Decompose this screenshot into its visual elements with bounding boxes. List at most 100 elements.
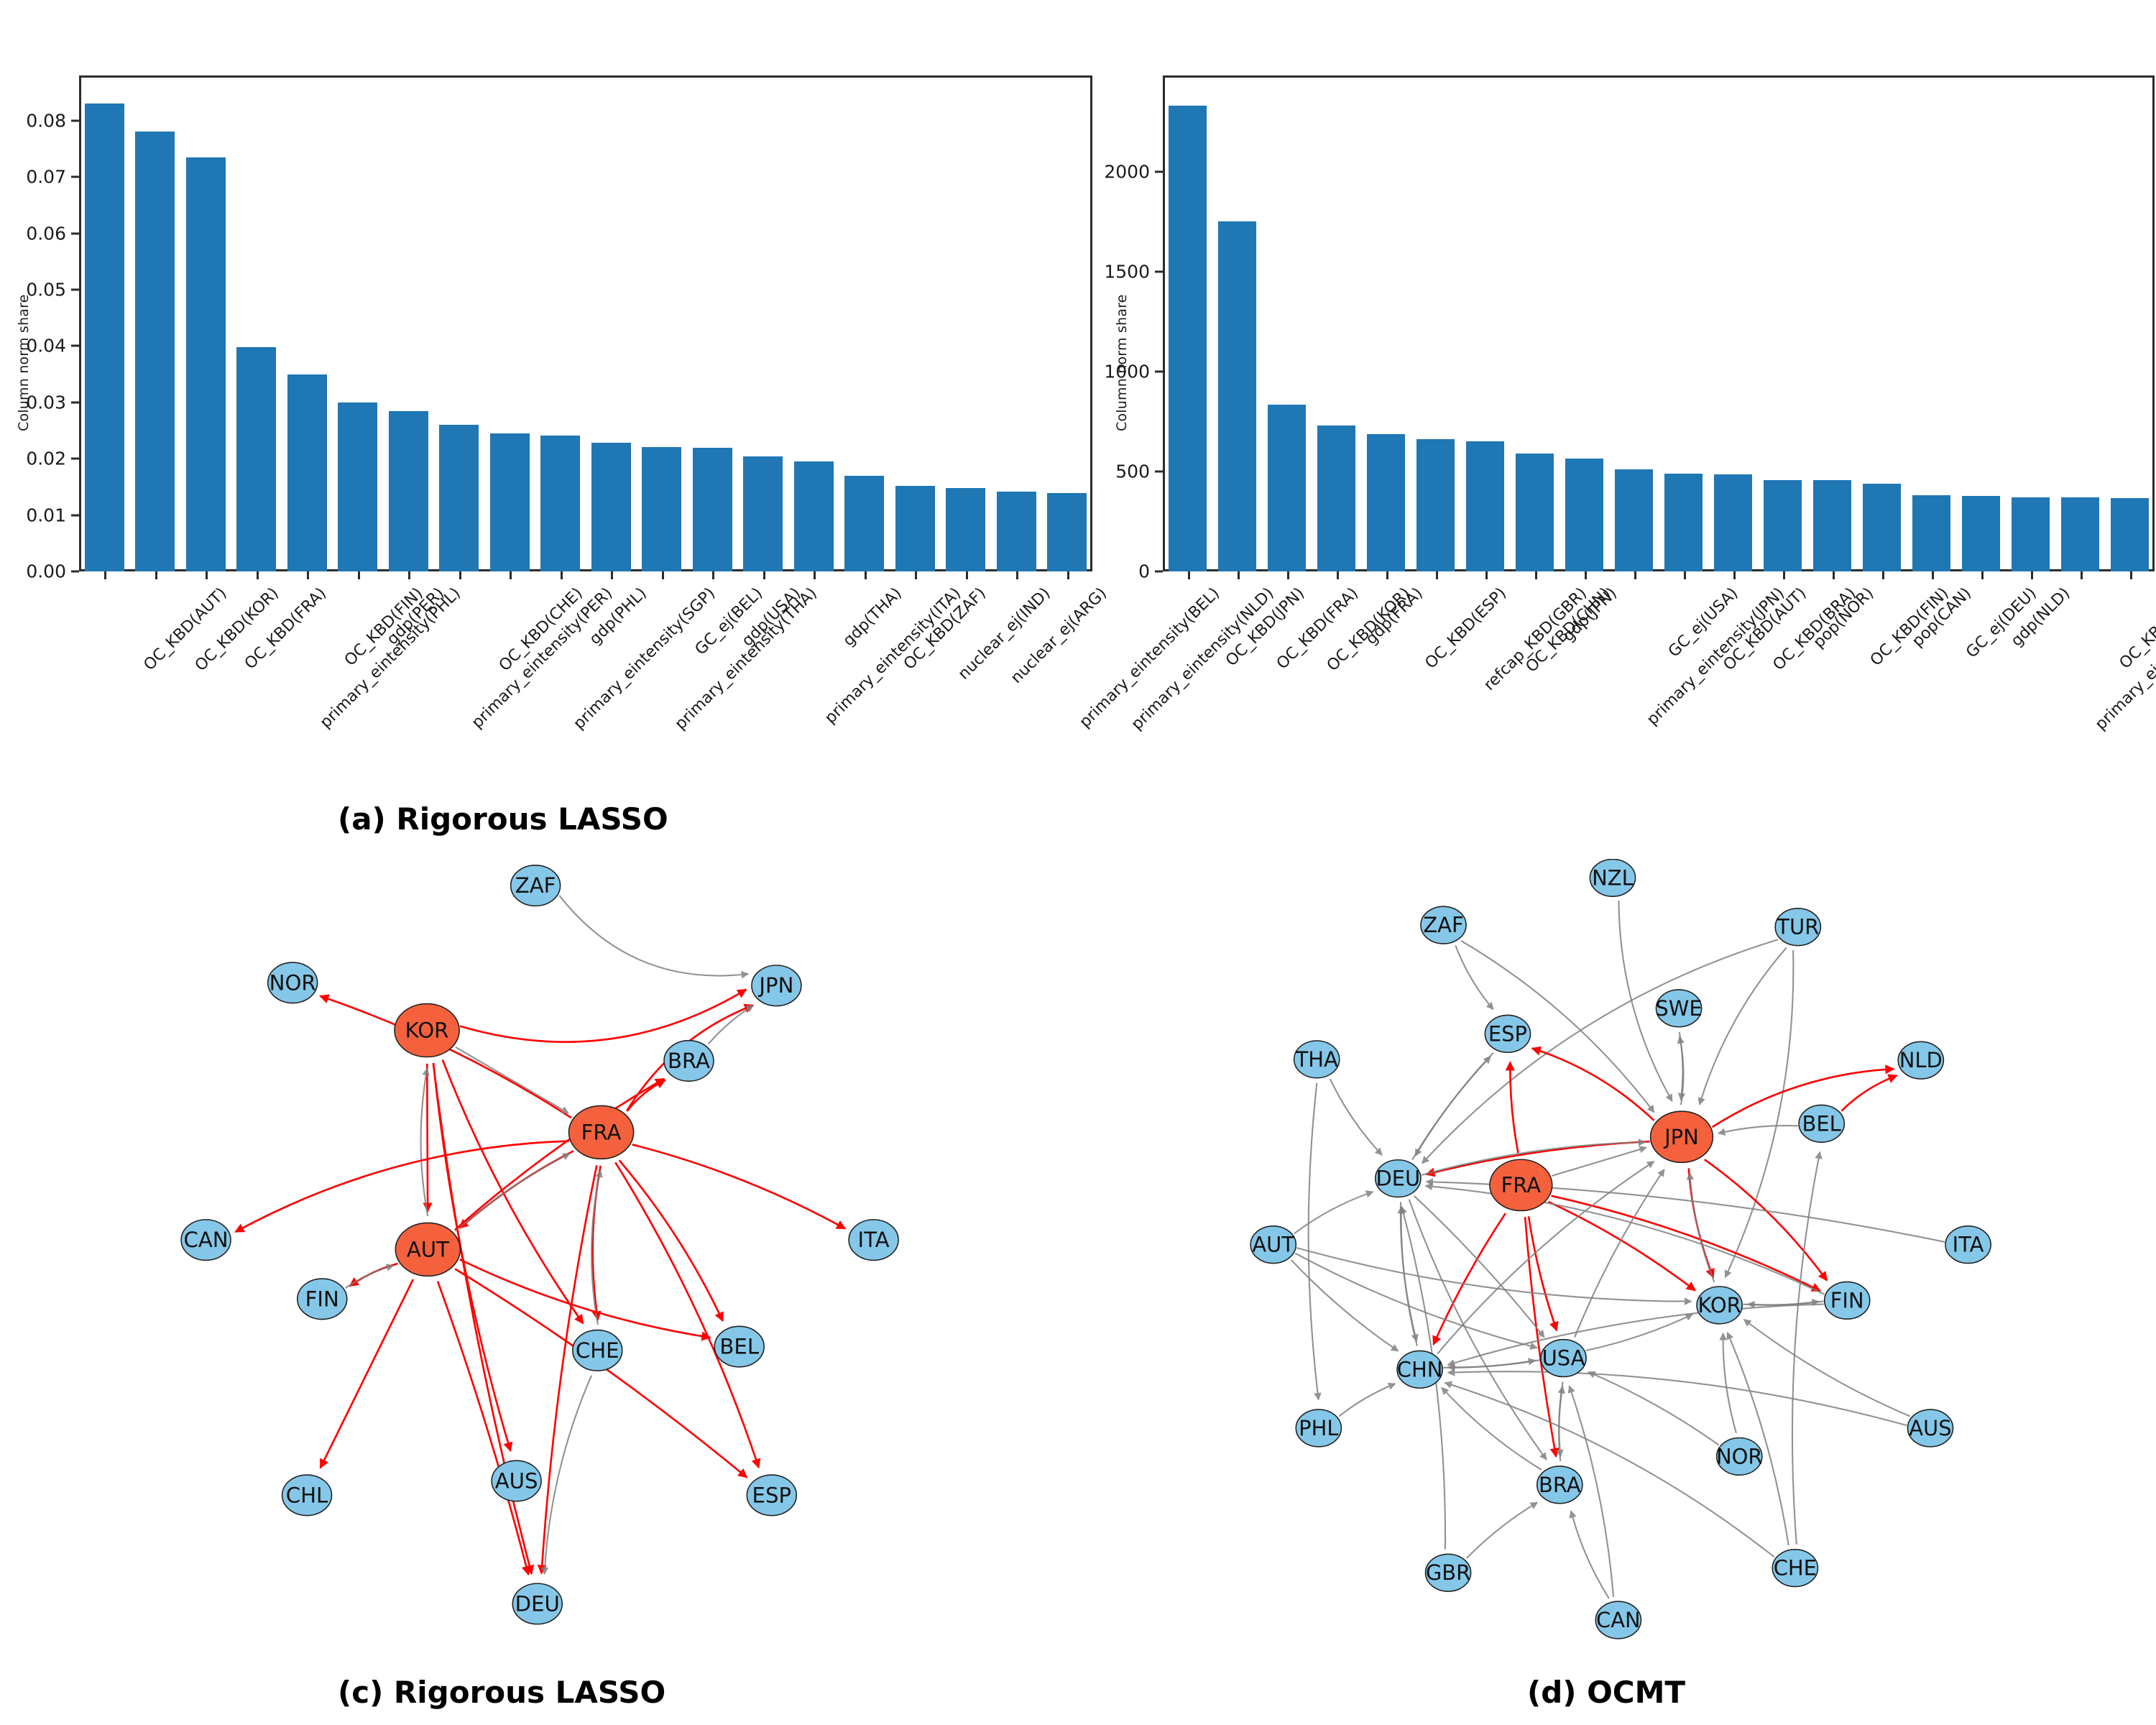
network-node-bel[interactable]: BEL	[714, 1325, 765, 1368]
network-node-bel[interactable]: BEL	[1798, 1104, 1846, 1144]
network-node-bra[interactable]: BRA	[1536, 1466, 1583, 1504]
network-edge	[1414, 1052, 1494, 1157]
network-edge	[1687, 1168, 1715, 1279]
bar	[1366, 434, 1406, 571]
network-edge	[1569, 1510, 1610, 1599]
network-edge	[454, 1268, 748, 1478]
network-node-esp[interactable]: ESP	[746, 1474, 798, 1517]
bar	[1812, 480, 1852, 571]
x-tick-mark	[915, 571, 918, 579]
network-node-fra[interactable]: FRA	[568, 1105, 635, 1160]
network-edge	[1424, 1182, 1825, 1295]
network-node-aus[interactable]: AUS	[1907, 1409, 1954, 1448]
y-tick-mark	[71, 401, 79, 404]
network-node-nld[interactable]: NLD	[1897, 1041, 1945, 1080]
network-edge	[1677, 1036, 1685, 1105]
network-node-jpn[interactable]: JPN	[1649, 1110, 1714, 1164]
network-edge	[436, 1281, 531, 1576]
x-tick-mark	[459, 571, 461, 579]
x-tick-mark	[1881, 571, 1884, 579]
bar	[338, 402, 378, 571]
network-node-ita[interactable]: ITA	[1945, 1225, 1991, 1264]
network-edge	[632, 1144, 847, 1230]
bar	[895, 485, 935, 571]
bar	[84, 104, 124, 571]
network-edge	[1697, 947, 1787, 1105]
network-nodes[interactable]: NZL ZAF TUR SWE ESP THA NLD JPN BEL DEU FRA AUT ITA K…	[1250, 859, 1991, 1639]
network-edge	[432, 1062, 513, 1453]
network-node-che[interactable]: CHE	[572, 1329, 623, 1371]
network-edge	[1329, 1078, 1383, 1156]
bar	[287, 374, 327, 571]
network-node-swe[interactable]: SWE	[1655, 989, 1703, 1028]
y-tick-mark	[1155, 170, 1163, 173]
network-node-esp[interactable]: ESP	[1484, 1014, 1531, 1054]
network-node-phl[interactable]: PHL	[1295, 1409, 1342, 1448]
x-tick-label: OC_KBD(ESP)	[1421, 584, 1510, 673]
network-node-zaf[interactable]: ZAF	[1420, 906, 1467, 944]
network-panel-c: ZAF NOR KOR JPN BRA FRA CAN AUT ITA FIN CHE BEL CHL A…	[29, 859, 1071, 1664]
network-node-nor[interactable]: NOR	[1715, 1437, 1763, 1476]
network-edge	[1704, 1159, 1828, 1282]
node-shape	[1715, 1437, 1763, 1476]
x-tick-mark	[712, 571, 715, 579]
network-node-tur[interactable]: TUR	[1774, 908, 1822, 947]
node-shape	[1484, 1014, 1531, 1054]
network-node-chl[interactable]: CHL	[281, 1474, 333, 1517]
network-node-ita[interactable]: ITA	[848, 1219, 899, 1261]
node-shape	[1420, 906, 1467, 944]
network-node-che[interactable]: CHE	[1772, 1548, 1819, 1588]
network-node-can[interactable]: CAN	[1595, 1601, 1642, 1639]
node-shape	[1774, 908, 1822, 947]
network-node-nzl[interactable]: NZL	[1589, 859, 1636, 897]
x-tick-mark	[611, 571, 614, 579]
network-edge	[1746, 1300, 1824, 1309]
network-nodes[interactable]: ZAF NOR KOR JPN BRA FRA CAN AUT ITA FIN CHE BEL CHL A…	[180, 865, 899, 1625]
network-edge	[1413, 1195, 1545, 1338]
network-node-bra[interactable]: BRA	[663, 1039, 714, 1082]
bar	[996, 491, 1036, 571]
network-node-tha[interactable]: THA	[1293, 1040, 1340, 1079]
network-node-kor[interactable]: KOR	[394, 1003, 460, 1058]
network-node-deu[interactable]: DEU	[512, 1583, 563, 1625]
network-node-aus[interactable]: AUS	[491, 1460, 542, 1502]
network-node-kor[interactable]: KOR	[1696, 1286, 1743, 1325]
network-node-zaf[interactable]: ZAF	[510, 865, 561, 907]
network-node-usa[interactable]: USA	[1540, 1338, 1587, 1378]
network-node-aut[interactable]: AUT	[395, 1222, 461, 1277]
network-node-fin[interactable]: FIN	[1823, 1281, 1871, 1320]
network-edge	[1397, 1205, 1418, 1346]
node-shape	[491, 1460, 542, 1502]
network-node-fin[interactable]: FIN	[296, 1278, 348, 1320]
network-edge	[1618, 901, 1673, 1103]
network-edge	[618, 1159, 724, 1322]
network-node-aut[interactable]: AUT	[1250, 1225, 1297, 1264]
network-node-can[interactable]: CAN	[180, 1219, 231, 1261]
network-node-chn[interactable]: CHN	[1396, 1350, 1443, 1389]
network-edge	[1551, 1195, 1822, 1292]
x-tick-mark	[1683, 571, 1686, 579]
node-shape	[512, 1583, 563, 1625]
x-tick-mark	[1386, 571, 1388, 579]
network-node-fra[interactable]: FRA	[1489, 1159, 1553, 1212]
x-tick-label: OC_KBD(BEL)	[2116, 584, 2156, 673]
y-tick-mark	[71, 514, 79, 517]
y-tick-label: 2000	[1104, 161, 1150, 183]
y-tick-label: 0.00	[26, 561, 66, 582]
y-tick-mark	[1155, 370, 1163, 373]
network-edge	[234, 1140, 569, 1233]
x-tick-mark	[1634, 571, 1636, 579]
network-node-nor[interactable]: NOR	[267, 962, 318, 1004]
bar	[185, 157, 226, 571]
network-node-deu[interactable]: DEU	[1374, 1159, 1422, 1198]
y-tick-label: 0.02	[26, 448, 66, 469]
bar	[1763, 480, 1802, 571]
node-shape	[1293, 1040, 1340, 1079]
network-edge	[614, 1162, 761, 1469]
y-tick-mark	[1155, 470, 1163, 473]
network-node-jpn[interactable]: JPN	[751, 965, 802, 1007]
network-edge	[455, 1153, 571, 1232]
bar	[1515, 453, 1554, 571]
network-node-gbr[interactable]: GBR	[1424, 1553, 1472, 1592]
x-tick-mark	[2080, 571, 2083, 579]
